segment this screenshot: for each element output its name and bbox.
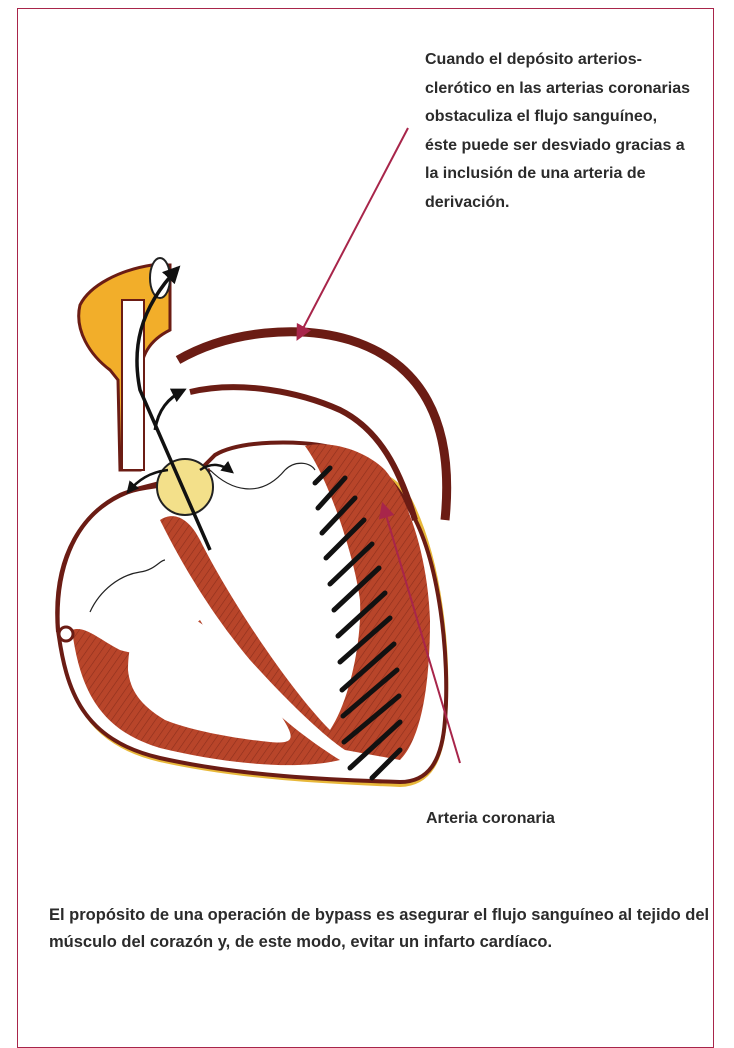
vessel-opening: [59, 627, 73, 641]
callout-text: Cuando el depósito arterios-clerótico en…: [425, 46, 690, 217]
footer-caption: El propósito de una operación de bypass …: [49, 902, 714, 955]
blood-flow-arrow-graft: [155, 390, 184, 430]
leader-arrow-top: [298, 128, 408, 338]
coronary-artery-label: Arteria coronaria: [426, 809, 555, 829]
